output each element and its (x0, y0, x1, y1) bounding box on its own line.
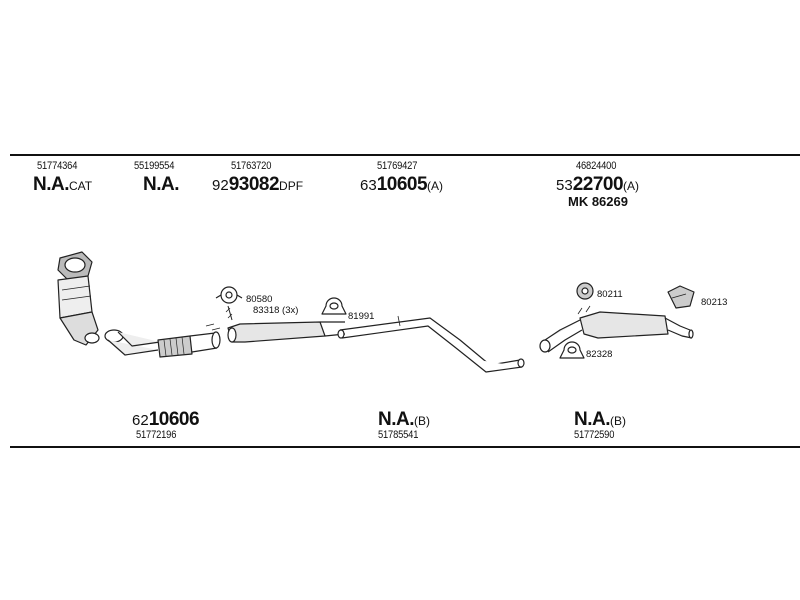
front-pipe-drawing[interactable] (104, 323, 221, 358)
part-code: N.A.CAT (33, 175, 92, 194)
part-code-prefix: 53 (556, 177, 573, 194)
rear-silencer-drawing[interactable] (539, 305, 694, 353)
top-divider-line (10, 154, 800, 156)
part-ref-number: 51774364 (37, 160, 78, 172)
mount-80213-drawing[interactable] (667, 285, 695, 309)
part-ref-number: 55199554 (134, 160, 175, 172)
part-code-main: 10605 (376, 174, 428, 195)
mount-80213-label: 80213 (701, 297, 728, 308)
part-code-suffix: (B) (610, 414, 626, 428)
part-code-main: N.A. (378, 409, 415, 430)
part-code: N.A.(B) (574, 410, 626, 429)
part-code-suffix: (A) (427, 179, 444, 193)
part-code-main: N.A. (574, 409, 611, 430)
part-code-main: 10606 (148, 409, 200, 430)
part-code-main: 93082 (228, 174, 280, 195)
part-ref-number: 46824400 (576, 160, 617, 172)
clamp-83318-drawing[interactable] (227, 305, 233, 321)
part-code: 5322700(A) (556, 175, 639, 194)
part-code-main: N.A. (33, 174, 70, 195)
part-code-main: 22700 (572, 174, 624, 195)
dpf-silencer-drawing[interactable] (225, 307, 346, 343)
clamp-81991-drawing[interactable] (321, 297, 347, 315)
part-code: N.A.(B) (378, 410, 430, 429)
clamp-80580-drawing[interactable] (215, 286, 243, 304)
part-code: N.A. (143, 174, 180, 195)
catalytic-converter-drawing[interactable] (57, 251, 100, 346)
intermediate-pipe-drawing[interactable] (337, 315, 525, 373)
part-ref-number: 51769427 (377, 160, 418, 172)
kit-code: MK 86269 (568, 194, 628, 209)
clamp-80580-label: 80580 (246, 294, 273, 305)
part-code-prefix: 62 (132, 412, 149, 429)
clamp-81991-label: 81991 (348, 311, 375, 322)
part-code-suffix: (B) (414, 414, 430, 428)
mount-80211-label: 80211 (597, 289, 623, 300)
clamp-83318-label: 83318 (3x) (253, 305, 299, 316)
part-code: 6310605(A) (360, 175, 443, 194)
part-code: 9293082DPF (212, 175, 303, 194)
part-ref-number: 51772590 (574, 429, 615, 441)
clamp-82328-label: 82328 (586, 349, 613, 360)
part-ref-number: 51763720 (231, 160, 272, 172)
bottom-divider-line (10, 446, 800, 448)
part-code-suffix: DPF (279, 179, 304, 193)
part-code-prefix: 92 (212, 177, 229, 194)
part-code-prefix: 63 (360, 177, 377, 194)
part-code-main: N.A. (143, 174, 180, 195)
part-code-suffix: CAT (69, 179, 93, 193)
part-ref-number: 51785541 (378, 429, 419, 441)
part-code-suffix: (A) (623, 179, 640, 193)
clamp-82328-drawing[interactable] (559, 341, 585, 359)
mount-80211-drawing[interactable] (576, 282, 594, 300)
part-code: 6210606 (132, 409, 200, 430)
part-ref-number: 51772196 (136, 429, 177, 441)
